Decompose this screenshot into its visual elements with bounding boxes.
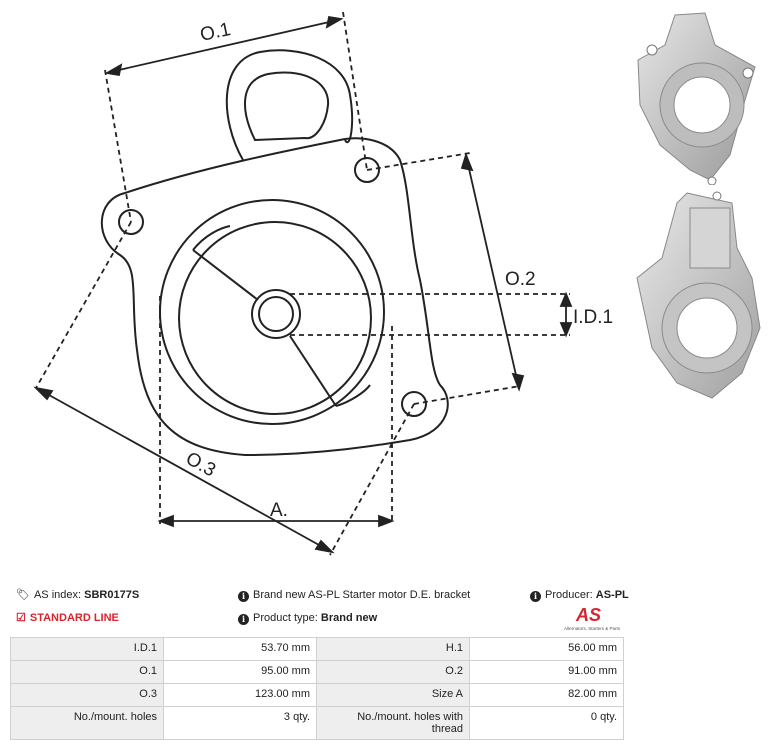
tags-icon: 🏷︎: [16, 589, 30, 601]
spec-label: No./mount. holes with thread: [316, 706, 470, 740]
spec-value: 3 qty.: [163, 706, 317, 740]
table-row: O.1 95.00 mm O.2 91.00 mm: [10, 660, 624, 684]
product-type-label: Product type:: [253, 612, 318, 624]
bore-inner-circle: [178, 221, 372, 415]
spec-value: 0 qty.: [469, 706, 624, 740]
table-row: No./mount. holes 3 qty. No./mount. holes…: [10, 706, 624, 740]
spec-label: O.1: [10, 660, 164, 684]
mount-hole-left: [118, 209, 144, 235]
sector-cut-lower: [289, 335, 337, 407]
info-icon: i: [238, 614, 249, 625]
svg-text:Alternators, Starters & Parts: Alternators, Starters & Parts: [564, 626, 621, 631]
producer: i Producer: AS-PL: [530, 588, 629, 602]
bracket-photo-front: [637, 12, 756, 185]
product-type-value: Brand new: [320, 612, 378, 624]
bracket-top-loop: [225, 49, 354, 161]
as-index-value: SBR0177S: [84, 589, 140, 601]
bracket-technical-drawing: O.1 O.2 O.3 I.D.1 A.: [33, 11, 613, 556]
label-o1: O.1: [198, 19, 232, 46]
spec-label: No./mount. holes: [10, 706, 164, 740]
as-index-label: AS index:: [33, 589, 82, 601]
label-a: A.: [270, 500, 288, 521]
spec-label: O.2: [316, 660, 470, 684]
producer-label: Producer:: [545, 589, 593, 601]
spec-value: 95.00 mm: [163, 660, 317, 684]
shaft-hole-inner: [258, 296, 294, 332]
shaft-hole-outer: [251, 289, 301, 339]
info-icon: i: [530, 591, 541, 602]
description: i Brand new AS-PL Starter motor D.E. brac…: [238, 588, 470, 602]
info-icon: i: [238, 591, 249, 602]
label-o2: O.2: [505, 269, 536, 290]
bracket-top-loop-inner: [244, 71, 330, 142]
producer-value: AS-PL: [595, 589, 629, 601]
spec-value: 123.00 mm: [163, 683, 317, 707]
spec-label: H.1: [316, 637, 470, 661]
product-type: i Product type: Brand new: [238, 611, 377, 625]
table-row: I.D.1 53.70 mm H.1 56.00 mm: [10, 637, 624, 661]
as-index: 🏷︎AS index: SBR0177S: [16, 588, 139, 602]
label-id1: I.D.1: [573, 307, 613, 328]
label-o3: O.3: [182, 448, 219, 481]
spec-value: 56.00 mm: [469, 637, 624, 661]
spec-label: O.3: [10, 683, 164, 707]
description-text: Brand new AS-PL Starter motor D.E. brack…: [253, 589, 471, 601]
checkbox-icon: ☑: [16, 612, 26, 624]
spec-value: 53.70 mm: [163, 637, 317, 661]
spec-value: 91.00 mm: [469, 660, 624, 684]
sector-cut-upper: [192, 249, 259, 301]
spec-table: I.D.1 53.70 mm H.1 56.00 mm O.1 95.00 mm…: [10, 637, 624, 740]
standard-line: ☑STANDARD LINE: [16, 611, 119, 625]
table-row: O.3 123.00 mm Size A 82.00 mm: [10, 683, 624, 707]
mount-hole-bottom-right: [401, 391, 427, 417]
svg-text:AS: AS: [575, 605, 601, 625]
spec-value: 82.00 mm: [469, 683, 624, 707]
bore-outer-circle: [159, 199, 385, 425]
bracket-photo-side: [636, 191, 761, 399]
spec-label: Size A: [316, 683, 470, 707]
spec-label: I.D.1: [10, 637, 164, 661]
as-pl-logo: AS Alternators, Starters & Parts: [564, 605, 621, 631]
bracket-flange-outline: [100, 137, 449, 457]
standard-line-text: STANDARD LINE: [29, 612, 119, 624]
mount-hole-top-right: [354, 157, 380, 183]
